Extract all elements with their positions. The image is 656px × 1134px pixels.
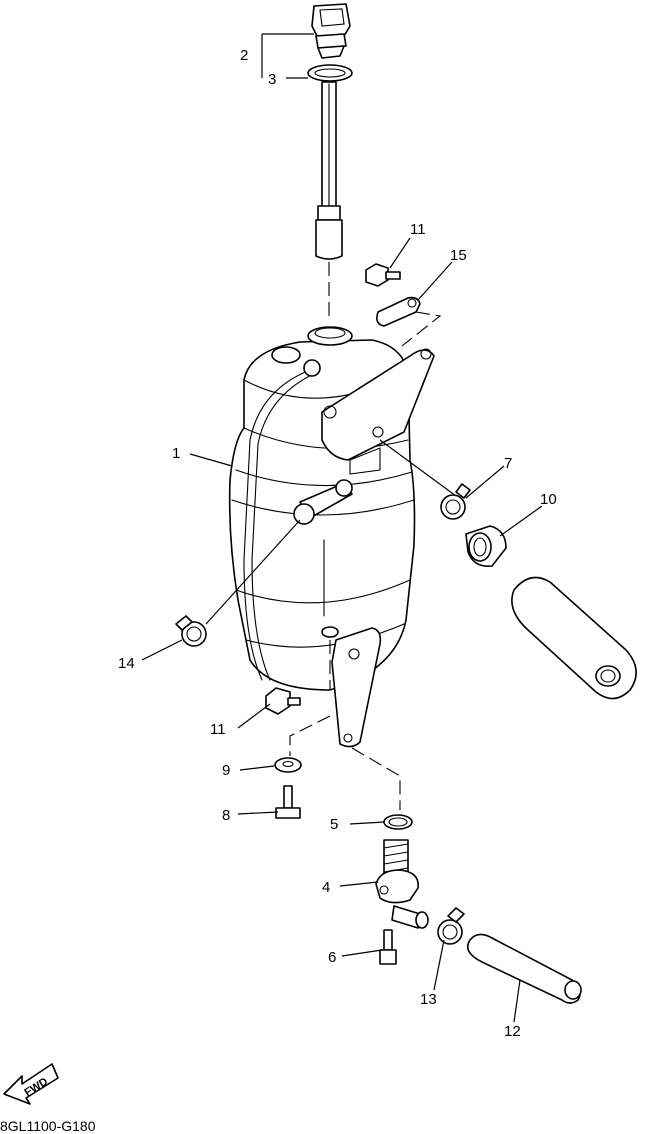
callout-7: 7 (504, 455, 512, 472)
washer (274, 757, 302, 773)
callout-1: 1 (172, 445, 180, 462)
callout-3: 3 (268, 71, 276, 88)
diagram-code: 8GL1100-G180 (0, 1118, 96, 1134)
callout-13: 13 (420, 991, 437, 1008)
grommet (465, 525, 507, 568)
fwd-arrow-icon: FWD (3, 1063, 59, 1105)
callout-4: 4 (322, 879, 330, 896)
callout-14: 14 (118, 655, 135, 672)
oil-fitting (375, 839, 429, 929)
bolt-8 (275, 785, 301, 819)
callout-15: 15 (450, 247, 467, 264)
bolt-lower (265, 687, 301, 715)
hose-clip-14 (175, 615, 207, 647)
callout-2: 2 (240, 47, 248, 64)
bolt-upper (365, 263, 401, 287)
hose-clip-7 (440, 483, 471, 520)
callout-labels: 2 3 1 11 15 7 10 14 11 9 8 5 4 6 13 12 (118, 47, 557, 1040)
callout-10: 10 (540, 491, 557, 508)
sensor-o-ring (307, 64, 353, 82)
callout-5: 5 (330, 816, 338, 833)
oil-tank (228, 326, 435, 748)
bolt-6 (379, 929, 397, 965)
fitting-o-ring (383, 814, 413, 830)
callout-11-upper: 11 (410, 221, 426, 238)
oil-hose-upper (511, 576, 637, 700)
callout-6: 6 (328, 949, 336, 966)
fuel-level-sensor (311, 3, 351, 260)
callout-8: 8 (222, 807, 230, 824)
callout-9: 9 (222, 762, 230, 779)
hose-clamp-upper (376, 296, 421, 327)
oil-hose-lower (466, 933, 582, 1004)
leader-lines (141, 33, 543, 1023)
callout-12: 12 (504, 1023, 521, 1040)
callout-11-lower: 11 (210, 721, 226, 738)
hose-clip-13 (437, 907, 465, 945)
